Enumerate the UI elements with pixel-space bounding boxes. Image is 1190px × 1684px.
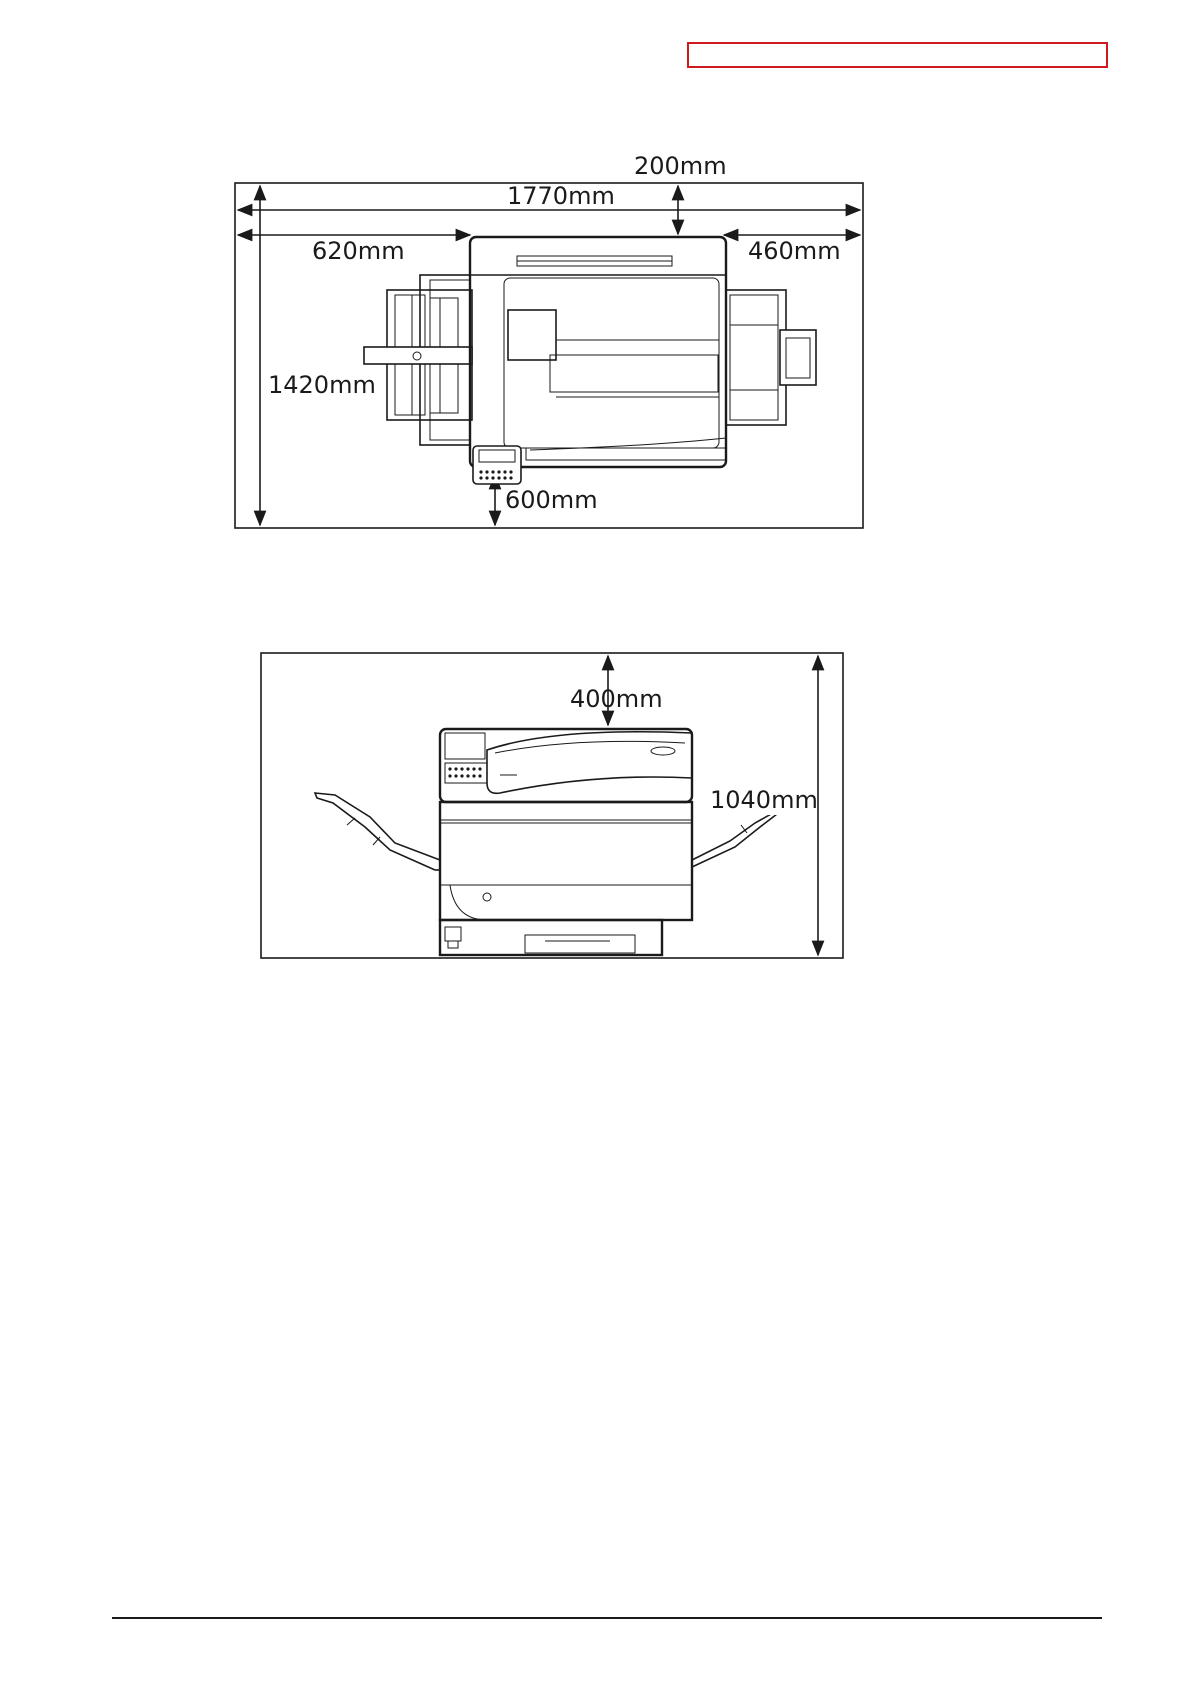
top-view-installation-diagram: 200mm 1770mm 620mm 460mm 1420mm 600mm <box>230 150 870 535</box>
side-view-installation-diagram: 400mm 1040mm <box>255 645 855 965</box>
printer-top-view-illustration <box>364 237 816 484</box>
front-clearance-label: 600mm <box>505 486 598 514</box>
footer-rule <box>112 1617 1102 1619</box>
top-clearance-label: 400mm <box>570 685 663 713</box>
total-width-label: 1770mm <box>507 182 615 210</box>
side-view-svg: 400mm 1040mm <box>255 645 855 965</box>
total-depth-label: 1420mm <box>268 371 376 399</box>
top-view-svg: 200mm 1770mm 620mm 460mm 1420mm 600mm <box>230 150 870 535</box>
rear-clearance-label: 200mm <box>634 152 727 180</box>
right-clearance-label: 460mm <box>748 237 841 265</box>
total-height-label: 1040mm <box>710 786 818 814</box>
header-highlight-box <box>687 42 1108 68</box>
left-clearance-label: 620mm <box>312 237 405 265</box>
printer-side-view-illustration <box>315 729 785 955</box>
